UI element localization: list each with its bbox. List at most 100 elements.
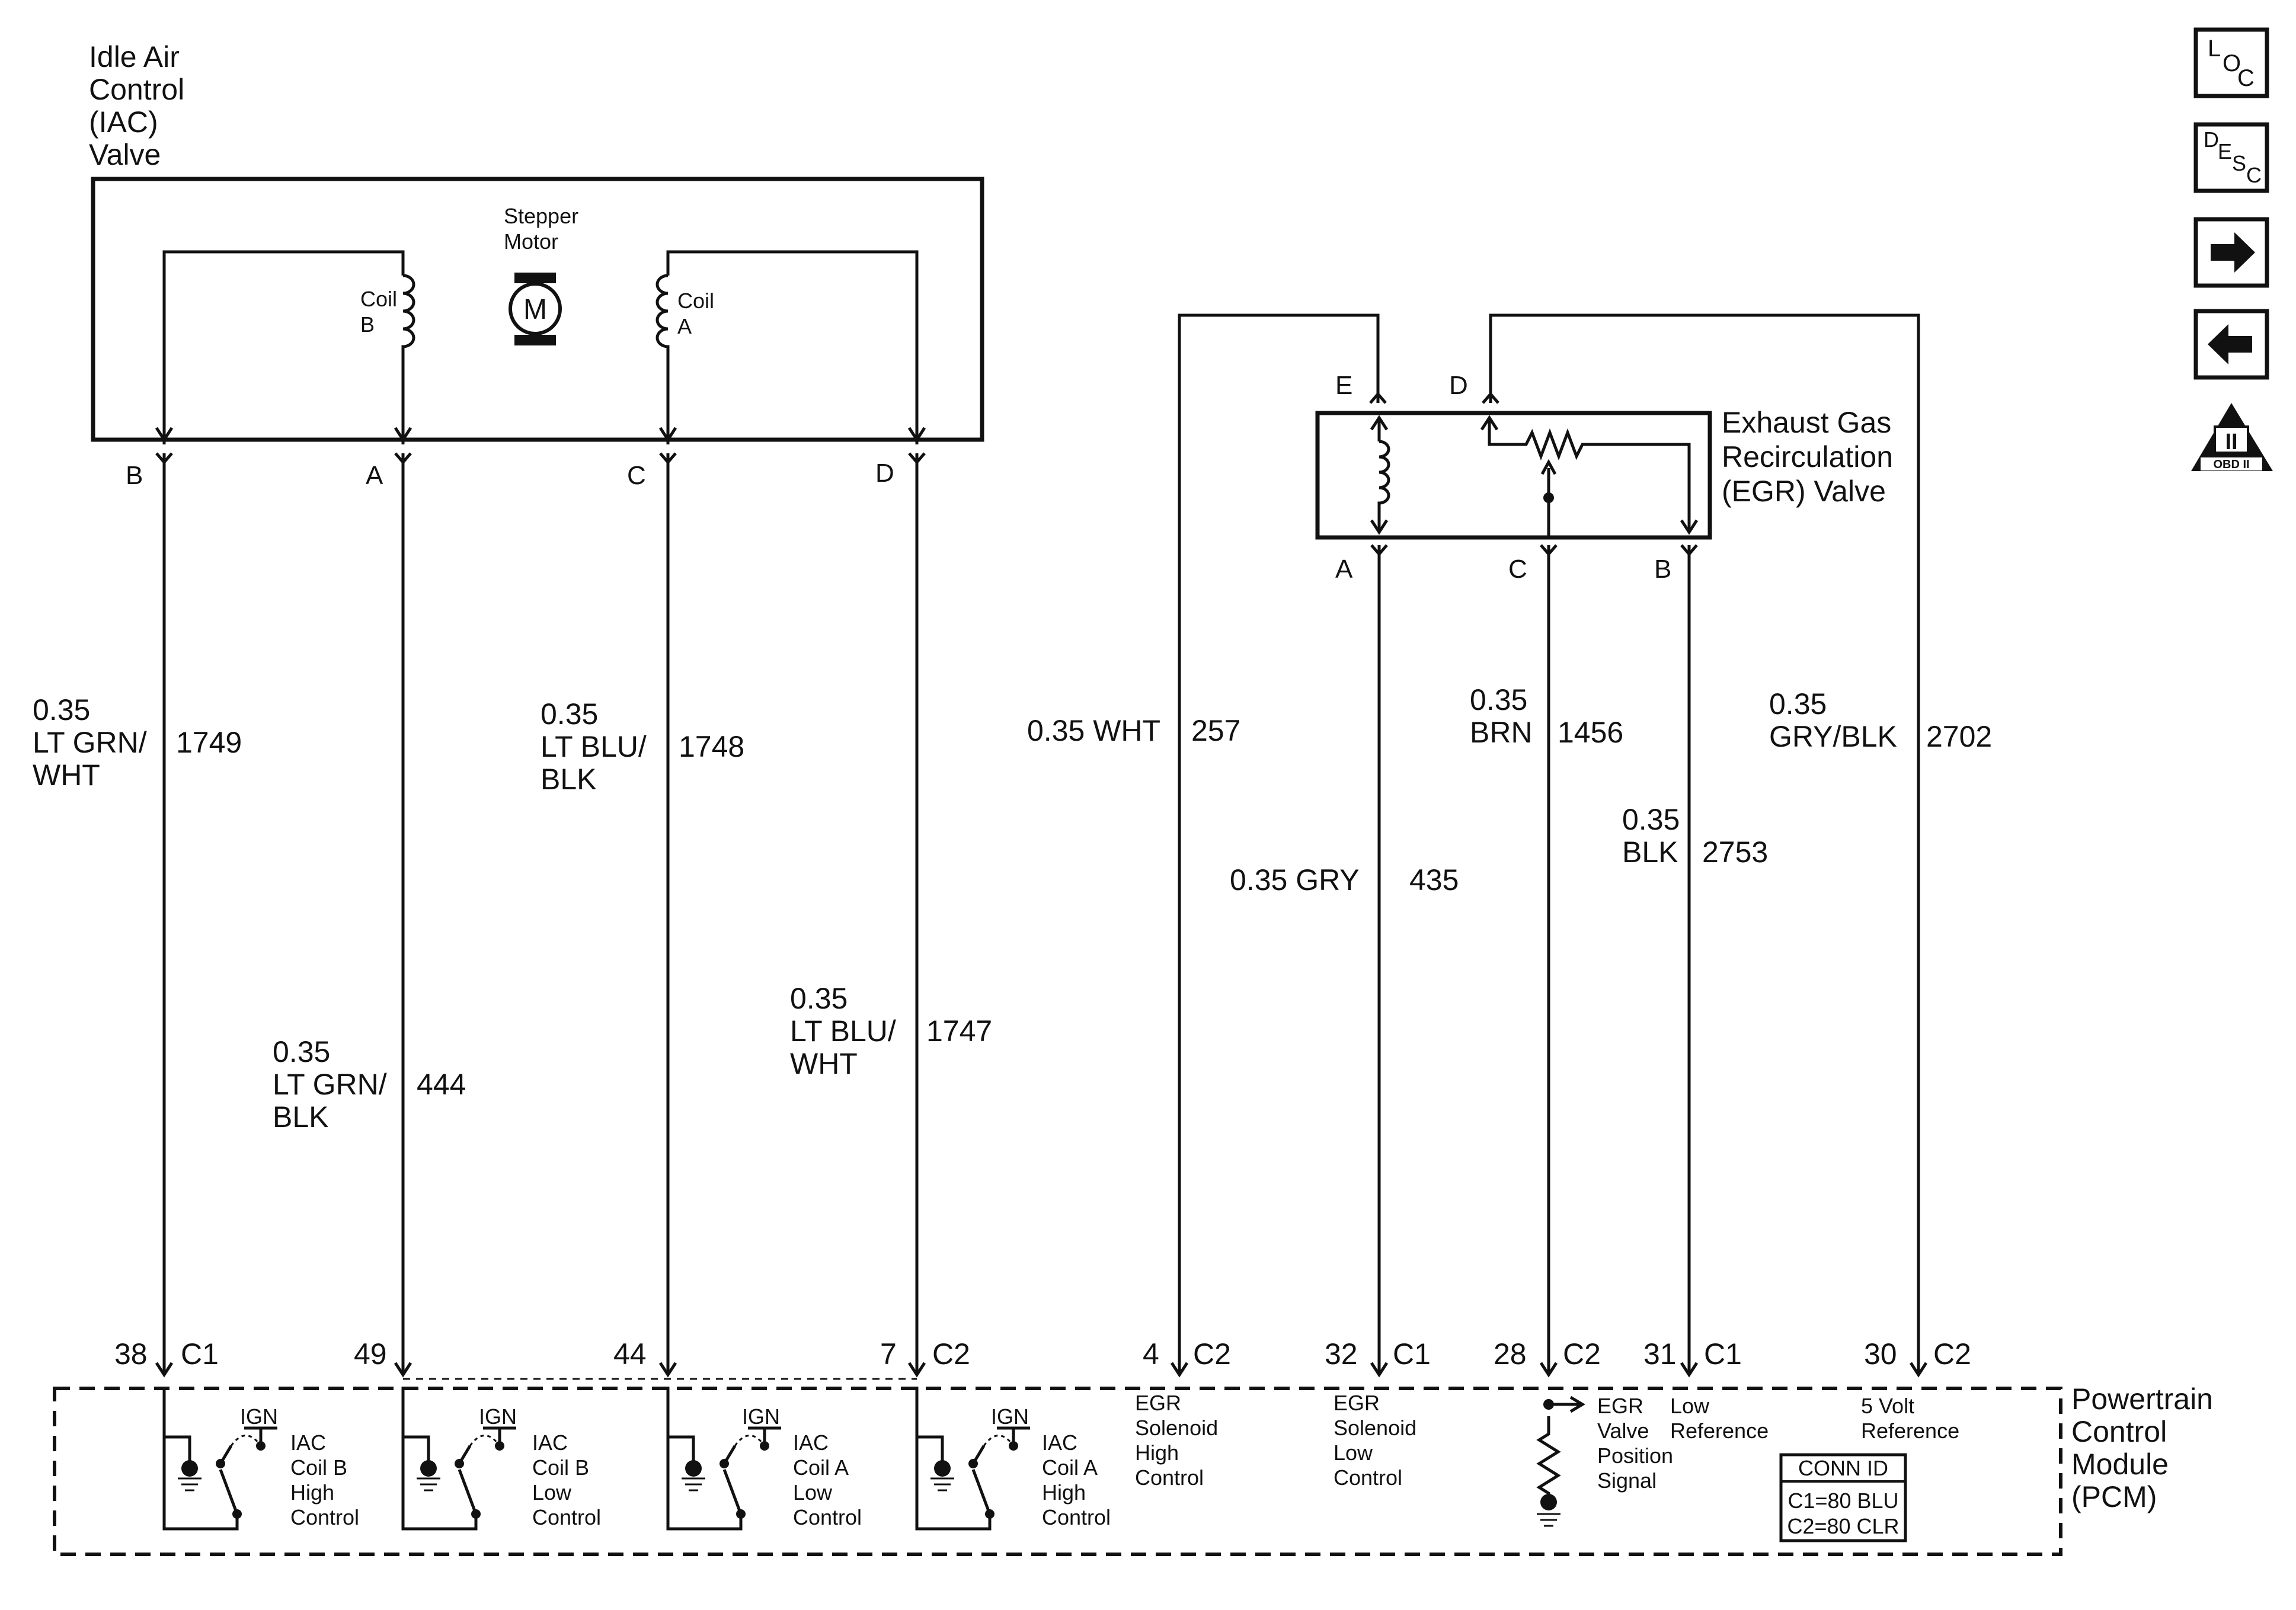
coil-b-icon bbox=[401, 274, 415, 350]
svg-text:1748: 1748 bbox=[679, 730, 744, 763]
coil-a-label: Coil bbox=[677, 289, 714, 313]
desc-button[interactable]: D E S C bbox=[2193, 122, 2269, 193]
arrow-down-icon bbox=[1680, 519, 1699, 535]
svg-text:(PCM): (PCM) bbox=[2071, 1480, 2157, 1513]
svg-text:Solenoid: Solenoid bbox=[1334, 1416, 1416, 1440]
svg-text:GRY/BLK: GRY/BLK bbox=[1769, 720, 1897, 753]
svg-text:IAC: IAC bbox=[532, 1430, 568, 1455]
svg-text:444: 444 bbox=[417, 1068, 466, 1101]
svg-text:II: II bbox=[2225, 430, 2237, 454]
svg-text:0.35: 0.35 bbox=[1470, 683, 1527, 716]
svg-text:OBD II: OBD II bbox=[2213, 458, 2249, 471]
svg-text:435: 435 bbox=[1409, 863, 1459, 897]
svg-text:Control: Control bbox=[793, 1505, 862, 1529]
svg-text:E: E bbox=[2218, 139, 2232, 164]
svg-text:C: C bbox=[2237, 65, 2255, 91]
svg-text:Control: Control bbox=[290, 1505, 359, 1529]
pcm-pin-number: 30 bbox=[1864, 1337, 1897, 1371]
svg-text:IGN: IGN bbox=[742, 1404, 780, 1429]
arrow-down-icon bbox=[907, 427, 926, 443]
egr-pin-label: E bbox=[1335, 371, 1352, 400]
wire-label-257: 0.35 WHT 257 bbox=[1027, 714, 1240, 747]
svg-text:L: L bbox=[2208, 36, 2221, 62]
egr-title-line: (EGR) Valve bbox=[1722, 475, 1886, 508]
iac-valve-box bbox=[91, 177, 984, 442]
svg-text:Low: Low bbox=[793, 1480, 833, 1505]
arrow-left-icon bbox=[2208, 324, 2252, 364]
iac-internal-wire bbox=[666, 250, 919, 444]
svg-text:Control: Control bbox=[1334, 1465, 1402, 1490]
svg-text:High: High bbox=[290, 1480, 334, 1505]
pcm-connector: C1 bbox=[1704, 1337, 1742, 1371]
svg-text:D: D bbox=[2204, 127, 2219, 152]
svg-text:O: O bbox=[2223, 50, 2241, 76]
svg-text:2702: 2702 bbox=[1926, 720, 1992, 753]
loc-button[interactable]: L O C bbox=[2193, 27, 2269, 98]
egr-solenoid-icon bbox=[1377, 440, 1390, 530]
obd-ii-button[interactable]: II OBD II bbox=[2191, 403, 2273, 471]
svg-text:Control: Control bbox=[1135, 1465, 1204, 1490]
svg-text:BLK: BLK bbox=[1622, 836, 1678, 869]
svg-text:Signal: Signal bbox=[1597, 1468, 1657, 1493]
arrow-up-icon bbox=[1370, 415, 1389, 431]
svg-text:LT BLU/: LT BLU/ bbox=[541, 730, 647, 763]
svg-text:IGN: IGN bbox=[991, 1404, 1029, 1429]
pcm-connector: C2 bbox=[1193, 1337, 1231, 1371]
svg-text:257: 257 bbox=[1191, 714, 1240, 747]
connector-marks bbox=[155, 392, 1928, 1378]
svg-text:0.35: 0.35 bbox=[33, 693, 90, 726]
arrow-down-icon bbox=[155, 427, 174, 443]
svg-text:Reference: Reference bbox=[1861, 1419, 1959, 1443]
svg-text:0.35 GRY: 0.35 GRY bbox=[1230, 863, 1360, 897]
iac-title-line: Valve bbox=[89, 138, 161, 171]
svg-text:BLK: BLK bbox=[541, 763, 597, 796]
arrow-down-icon bbox=[658, 427, 677, 443]
wire-runs bbox=[162, 313, 1920, 1375]
pcm-connector: C2 bbox=[1933, 1337, 1971, 1371]
egr-valve-box bbox=[1315, 411, 1712, 540]
svg-text:High: High bbox=[1135, 1441, 1179, 1465]
svg-text:LT GRN/: LT GRN/ bbox=[33, 726, 147, 759]
svg-text:5 Volt: 5 Volt bbox=[1861, 1394, 1914, 1418]
wire-label-1747: 0.35 LT BLU/ WHT 1747 bbox=[790, 982, 992, 1080]
svg-text:Position: Position bbox=[1597, 1443, 1673, 1468]
svg-text:1747: 1747 bbox=[926, 1014, 992, 1048]
wire-label-1748: 0.35 LT BLU/ BLK 1748 bbox=[541, 697, 744, 796]
egr-position-resistor-icon bbox=[1536, 1395, 1585, 1527]
prev-button[interactable] bbox=[2193, 309, 2269, 380]
iac-title-line: Idle Air bbox=[89, 40, 180, 73]
wire-label-435: 0.35 GRY 435 bbox=[1230, 863, 1459, 897]
motor-icon: M bbox=[509, 273, 562, 345]
next-button[interactable] bbox=[2193, 217, 2269, 288]
iac-title-line: Control bbox=[89, 73, 184, 106]
pcm-pin-number: 4 bbox=[1143, 1337, 1159, 1371]
egr-pin-label: D bbox=[1449, 371, 1468, 400]
svg-text:Coil A: Coil A bbox=[1042, 1455, 1098, 1480]
coil-a-label: A bbox=[677, 314, 692, 338]
arrow-right-icon bbox=[2211, 232, 2255, 273]
svg-text:Control: Control bbox=[1042, 1505, 1111, 1529]
svg-text:IAC: IAC bbox=[290, 1430, 326, 1455]
svg-text:1456: 1456 bbox=[1558, 716, 1623, 749]
pcm-pin-number: 31 bbox=[1643, 1337, 1677, 1371]
egr-title-line: Recirculation bbox=[1722, 440, 1893, 473]
svg-text:EGR: EGR bbox=[1597, 1394, 1643, 1418]
svg-text:LT BLU/: LT BLU/ bbox=[790, 1014, 896, 1048]
iac-driver-circuit bbox=[401, 1387, 516, 1531]
junction-dot bbox=[1543, 492, 1554, 503]
svg-text:Valve: Valve bbox=[1597, 1419, 1649, 1443]
coil-b-label: Coil bbox=[360, 287, 397, 311]
svg-text:Low: Low bbox=[532, 1480, 572, 1505]
svg-text:IAC: IAC bbox=[793, 1430, 829, 1455]
svg-text:M: M bbox=[523, 294, 547, 325]
wire-label-1456: 0.35 BRN 1456 bbox=[1470, 683, 1623, 749]
arrow-down-icon bbox=[1370, 519, 1389, 535]
pcm-pin-number: 44 bbox=[613, 1337, 647, 1371]
pcm-box bbox=[53, 1387, 2062, 1556]
svg-text:S: S bbox=[2232, 151, 2246, 175]
coil-b-label: B bbox=[360, 312, 375, 337]
conn-id-table: CONN ID C1=80 BLU C2=80 CLR bbox=[1779, 1453, 1907, 1542]
svg-text:Coil B: Coil B bbox=[290, 1455, 347, 1480]
svg-text:Reference: Reference bbox=[1670, 1419, 1769, 1443]
